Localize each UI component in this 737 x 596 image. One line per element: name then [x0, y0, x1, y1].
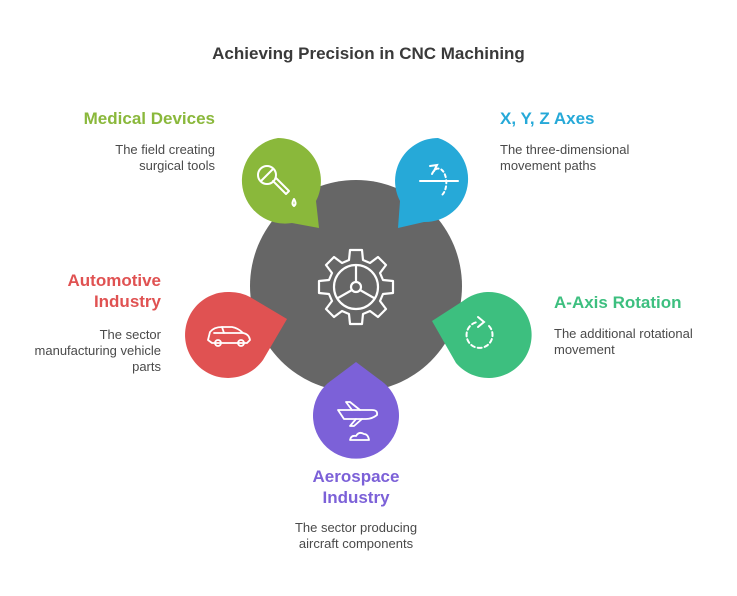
automotive-desc-line3: parts [132, 359, 161, 374]
aerospace-label-line1: Aerospace [312, 467, 400, 486]
medical-description: The field creating surgical tools [40, 142, 215, 174]
automotive-description: The sector manufacturing vehicle parts [20, 327, 161, 375]
medical-desc-line2: surgical tools [139, 158, 215, 173]
aerospace-desc-line1: The sector producing [294, 520, 418, 535]
aerospace-label: Aerospace Industry [256, 466, 456, 508]
airplane-icon [337, 401, 379, 441]
axes-description: The three-dimensional movement paths [500, 142, 700, 174]
axes-petal [395, 138, 469, 228]
rotation-label: A-Axis Rotation [554, 293, 682, 312]
medical-label: Medical Devices [83, 109, 215, 128]
rotation-description: The additional rotational movement [554, 326, 734, 358]
medical-desc-line1: The field creating [115, 142, 215, 157]
car-icon [207, 326, 251, 347]
rotation-petal [432, 291, 532, 378]
aerospace-description: The sector producing aircraft components [256, 520, 456, 552]
hub-circle [250, 180, 462, 392]
automotive-label-line2: Industry [93, 292, 161, 311]
diagram-title: Achieving Precision in CNC Machining [212, 44, 525, 63]
rotation-desc-line2: movement [554, 342, 615, 357]
automotive-label-line1: Automotive [67, 271, 162, 290]
axis-rotate-icon [419, 163, 459, 196]
axes-desc-line2: movement paths [500, 158, 597, 173]
automotive-petal [185, 291, 287, 378]
automotive-label: Automotive Industry [20, 270, 162, 312]
gear-icon [317, 248, 395, 326]
aerospace-label-line2: Industry [322, 488, 390, 507]
axes-label: X, Y, Z Axes [500, 109, 595, 128]
automotive-desc-line2: manufacturing vehicle [34, 343, 161, 358]
axes-desc-line1: The three-dimensional [500, 142, 630, 157]
dropper-icon [257, 165, 297, 207]
aerospace-desc-line2: aircraft components [298, 536, 414, 551]
rotate-icon [465, 316, 494, 349]
rotation-desc-line1: The additional rotational [554, 326, 693, 341]
automotive-desc-line1: The sector [99, 327, 161, 342]
